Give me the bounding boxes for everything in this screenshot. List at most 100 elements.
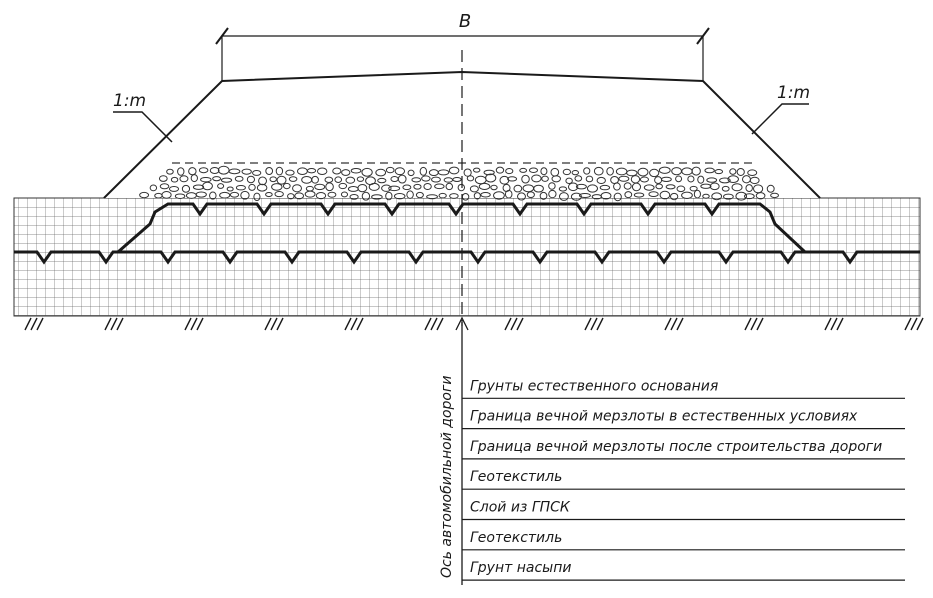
legend-item: Граница вечной мерзлоты в естественных у… bbox=[470, 409, 858, 425]
gravel-stone bbox=[624, 191, 633, 199]
gravel-stone bbox=[729, 168, 737, 175]
hatch-stroke bbox=[664, 317, 672, 331]
gravel-stone bbox=[226, 186, 234, 192]
gravel-stone bbox=[209, 166, 220, 174]
gravel-stone bbox=[407, 169, 415, 177]
gravel-stone bbox=[755, 192, 766, 200]
gravel-stone bbox=[269, 176, 277, 183]
gravel-stone bbox=[265, 192, 273, 198]
gravel-stone bbox=[633, 192, 645, 198]
gravel-stone bbox=[643, 184, 655, 191]
gravel-stone bbox=[438, 192, 447, 199]
hatch-stroke bbox=[744, 317, 752, 331]
gravel-stone bbox=[306, 167, 317, 174]
gravel-stone bbox=[541, 175, 549, 182]
hatch-stroke bbox=[116, 317, 124, 331]
gravel-stone bbox=[361, 191, 371, 201]
gravel-stone bbox=[702, 193, 710, 199]
gravel-stone bbox=[341, 169, 351, 176]
gravel-stone bbox=[457, 183, 466, 192]
gravel-stone bbox=[618, 175, 630, 182]
hatch-stroke bbox=[836, 317, 844, 331]
gravel-stone bbox=[394, 167, 406, 176]
gravel-stone bbox=[693, 189, 701, 199]
gravel-stone bbox=[139, 191, 150, 199]
gravel-stone bbox=[271, 183, 283, 191]
gravel-stone bbox=[606, 166, 614, 176]
road-axis-label: Ось автомобильной дороги bbox=[439, 376, 455, 578]
gravel-stone bbox=[274, 190, 284, 198]
gravel-stone bbox=[361, 167, 373, 177]
dimension-label: B bbox=[459, 11, 471, 32]
gravel-stone bbox=[648, 191, 659, 198]
dimension-b bbox=[215, 27, 710, 81]
gravel-stone bbox=[177, 167, 185, 176]
gravel-stone bbox=[168, 185, 180, 192]
gravel-stone bbox=[253, 192, 261, 201]
gravel-stone bbox=[228, 168, 241, 175]
gravel-stone bbox=[314, 183, 326, 191]
hatch-stroke bbox=[824, 317, 832, 331]
gravel-stone bbox=[691, 166, 701, 176]
gravel-stone bbox=[469, 185, 479, 193]
gravel-stone bbox=[575, 183, 587, 190]
hatch-stroke bbox=[916, 317, 924, 331]
permafrost-boundary-after bbox=[117, 202, 807, 254]
gravel-stone bbox=[714, 169, 724, 175]
gravel-stone bbox=[288, 176, 298, 182]
gravel-stone bbox=[357, 183, 368, 193]
gravel-stone bbox=[229, 191, 240, 198]
gravel-stone bbox=[350, 167, 362, 174]
gravel-stone bbox=[240, 190, 250, 200]
gravel-stone bbox=[371, 194, 383, 200]
gravel-stone bbox=[385, 191, 393, 201]
gravel-stone bbox=[338, 182, 348, 190]
gravel-stone bbox=[327, 191, 337, 198]
gravel-stone bbox=[735, 191, 748, 201]
gravel-stone bbox=[275, 166, 284, 176]
gravel-stone bbox=[766, 184, 775, 193]
gravel-stone bbox=[170, 176, 179, 183]
hatch-stroke bbox=[670, 317, 678, 331]
gravel-stone bbox=[631, 182, 642, 192]
hatch-stroke bbox=[184, 317, 192, 331]
gravel-stone bbox=[235, 184, 246, 191]
slope-left-leader bbox=[113, 111, 173, 143]
hatch-stroke bbox=[504, 317, 512, 331]
gravel-stone bbox=[670, 192, 679, 201]
gravel-stone bbox=[219, 191, 231, 199]
gravel-stone bbox=[472, 167, 481, 173]
gravel-stone bbox=[600, 191, 612, 200]
gravel-stone bbox=[413, 183, 422, 190]
hatch-stroke bbox=[36, 317, 44, 331]
gravel-stone bbox=[256, 183, 268, 192]
gravel-stone bbox=[711, 192, 723, 201]
gravel-stone bbox=[192, 184, 205, 190]
gravel-stone bbox=[332, 167, 342, 175]
gravel-stone bbox=[574, 175, 583, 182]
gravel-stone bbox=[166, 168, 174, 175]
gravel-stone bbox=[613, 182, 621, 191]
gravel-stone bbox=[159, 183, 170, 190]
hatch-stroke bbox=[750, 317, 758, 331]
gravel-stone bbox=[548, 189, 557, 199]
gravel-stone bbox=[528, 167, 539, 173]
gravel-stone bbox=[385, 166, 395, 174]
gravel-stone bbox=[434, 183, 445, 190]
gravel-stone bbox=[709, 182, 720, 191]
gravel-stone bbox=[719, 177, 731, 184]
gravel-stone bbox=[639, 176, 649, 183]
hatch-stroke bbox=[436, 317, 444, 331]
hatch-stroke bbox=[590, 317, 598, 331]
hatch-stroke bbox=[270, 317, 278, 331]
gravel-stone bbox=[675, 175, 683, 183]
gravel-stone bbox=[551, 175, 561, 183]
gravel-stone bbox=[282, 182, 291, 190]
gravel-stone bbox=[626, 169, 638, 177]
gravel-stone bbox=[531, 174, 542, 183]
gravel-stone bbox=[285, 169, 295, 176]
gravel-stone bbox=[517, 192, 526, 201]
gravel-stone bbox=[749, 176, 760, 185]
gravel-stone bbox=[565, 177, 573, 185]
gravel-stone bbox=[217, 183, 225, 189]
